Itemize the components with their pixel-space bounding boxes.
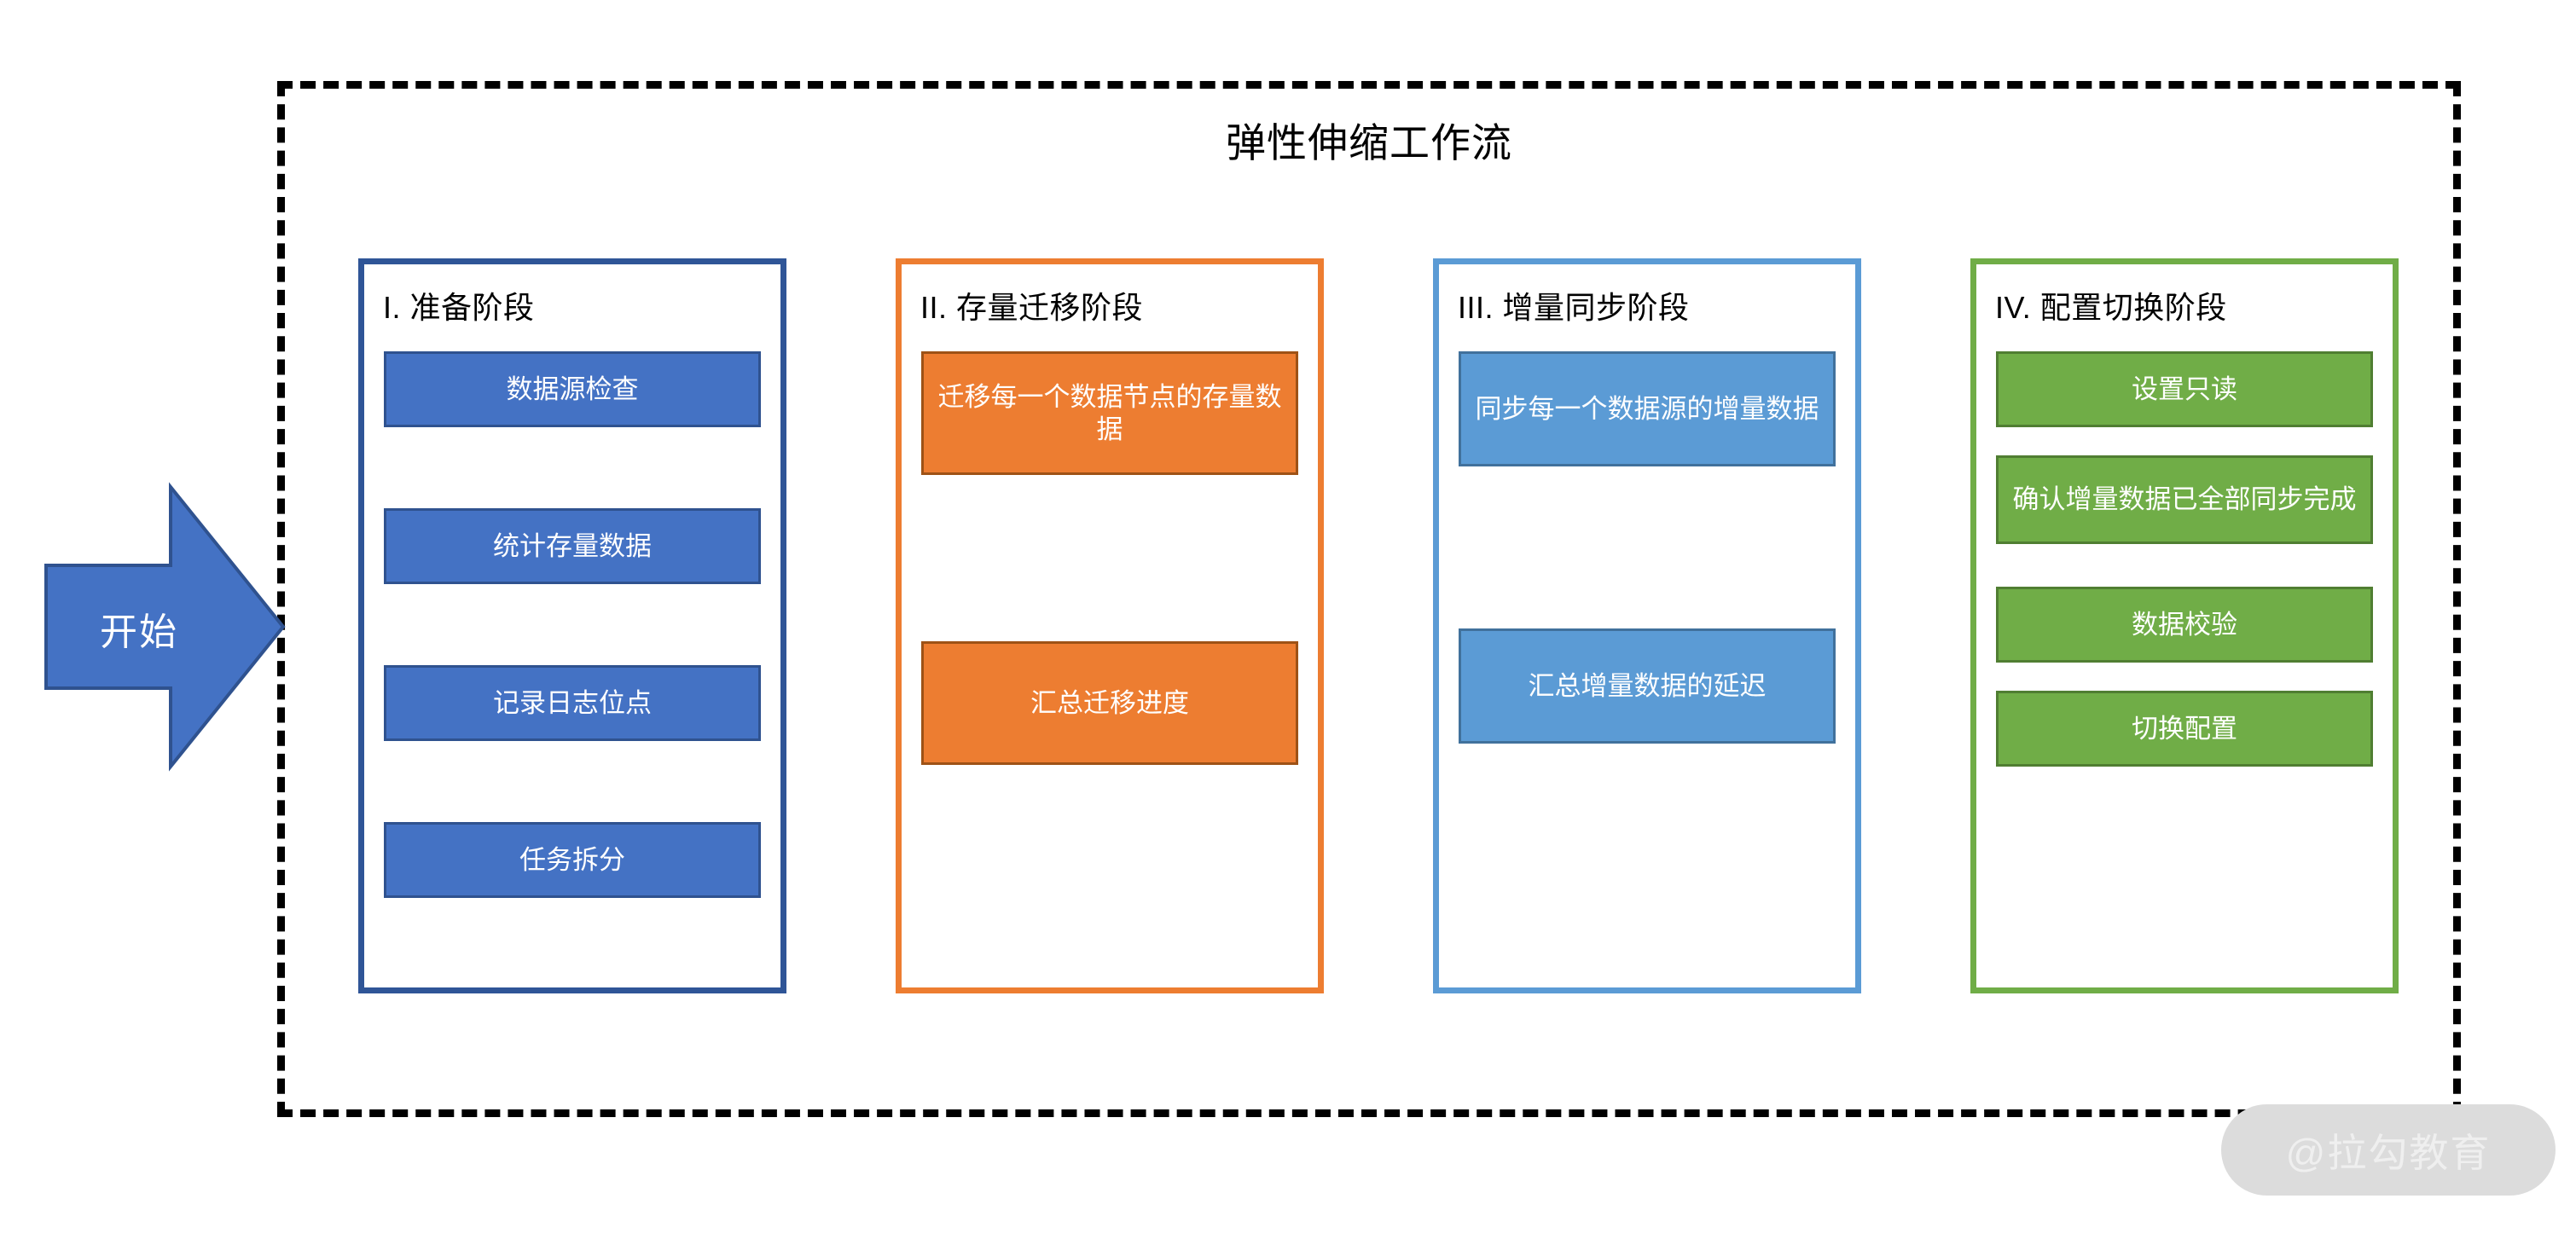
task-card[interactable]: 数据校验 [1996,587,2373,663]
start-arrow-shape [41,482,288,772]
phase-body: 数据源检查 统计存量数据 记录日志位点 任务拆分 [364,343,780,987]
phase-column-preparation: I. 准备阶段 数据源检查 统计存量数据 记录日志位点 任务拆分 [358,258,786,993]
phase-body: 迁移每一个数据节点的存量数据 汇总迁移进度 [902,343,1318,987]
task-card[interactable]: 迁移每一个数据节点的存量数据 [921,351,1298,475]
phase-body: 设置只读 确认增量数据已全部同步完成 数据校验 切换配置 [1976,343,2393,987]
workflow-title: 弹性伸缩工作流 [1226,120,1512,165]
workflow-frame [277,81,2461,1117]
task-card[interactable]: 记录日志位点 [384,665,761,741]
phase-column-config-switch: IV. 配置切换阶段 设置只读 确认增量数据已全部同步完成 数据校验 切换配置 [1970,258,2399,993]
task-card[interactable]: 汇总增量数据的延迟 [1459,628,1836,744]
phase-title: III. 增量同步阶段 [1458,290,1690,325]
task-card[interactable]: 数据源检查 [384,351,761,427]
watermark-badge: @拉勾教育 [2221,1104,2556,1196]
phase-title: II. 存量迁移阶段 [920,290,1144,325]
task-card[interactable]: 确认增量数据已全部同步完成 [1996,455,2373,544]
task-card[interactable]: 统计存量数据 [384,508,761,584]
task-card[interactable]: 设置只读 [1996,351,2373,427]
phase-column-full-migration: II. 存量迁移阶段 迁移每一个数据节点的存量数据 汇总迁移进度 [896,258,1324,993]
task-card[interactable]: 同步每一个数据源的增量数据 [1459,351,1836,466]
right-arrow-icon [44,482,286,772]
task-card[interactable]: 任务拆分 [384,822,761,898]
phase-title: IV. 配置切换阶段 [1995,290,2227,325]
phase-column-incremental-sync: III. 增量同步阶段 同步每一个数据源的增量数据 汇总增量数据的延迟 [1433,258,1861,993]
watermark-text: @拉勾教育 [2285,1130,2492,1175]
task-card[interactable]: 汇总迁移进度 [921,641,1298,765]
phase-body: 同步每一个数据源的增量数据 汇总增量数据的延迟 [1439,343,1855,987]
task-card[interactable]: 切换配置 [1996,691,2373,767]
phase-title: I. 准备阶段 [383,290,535,325]
